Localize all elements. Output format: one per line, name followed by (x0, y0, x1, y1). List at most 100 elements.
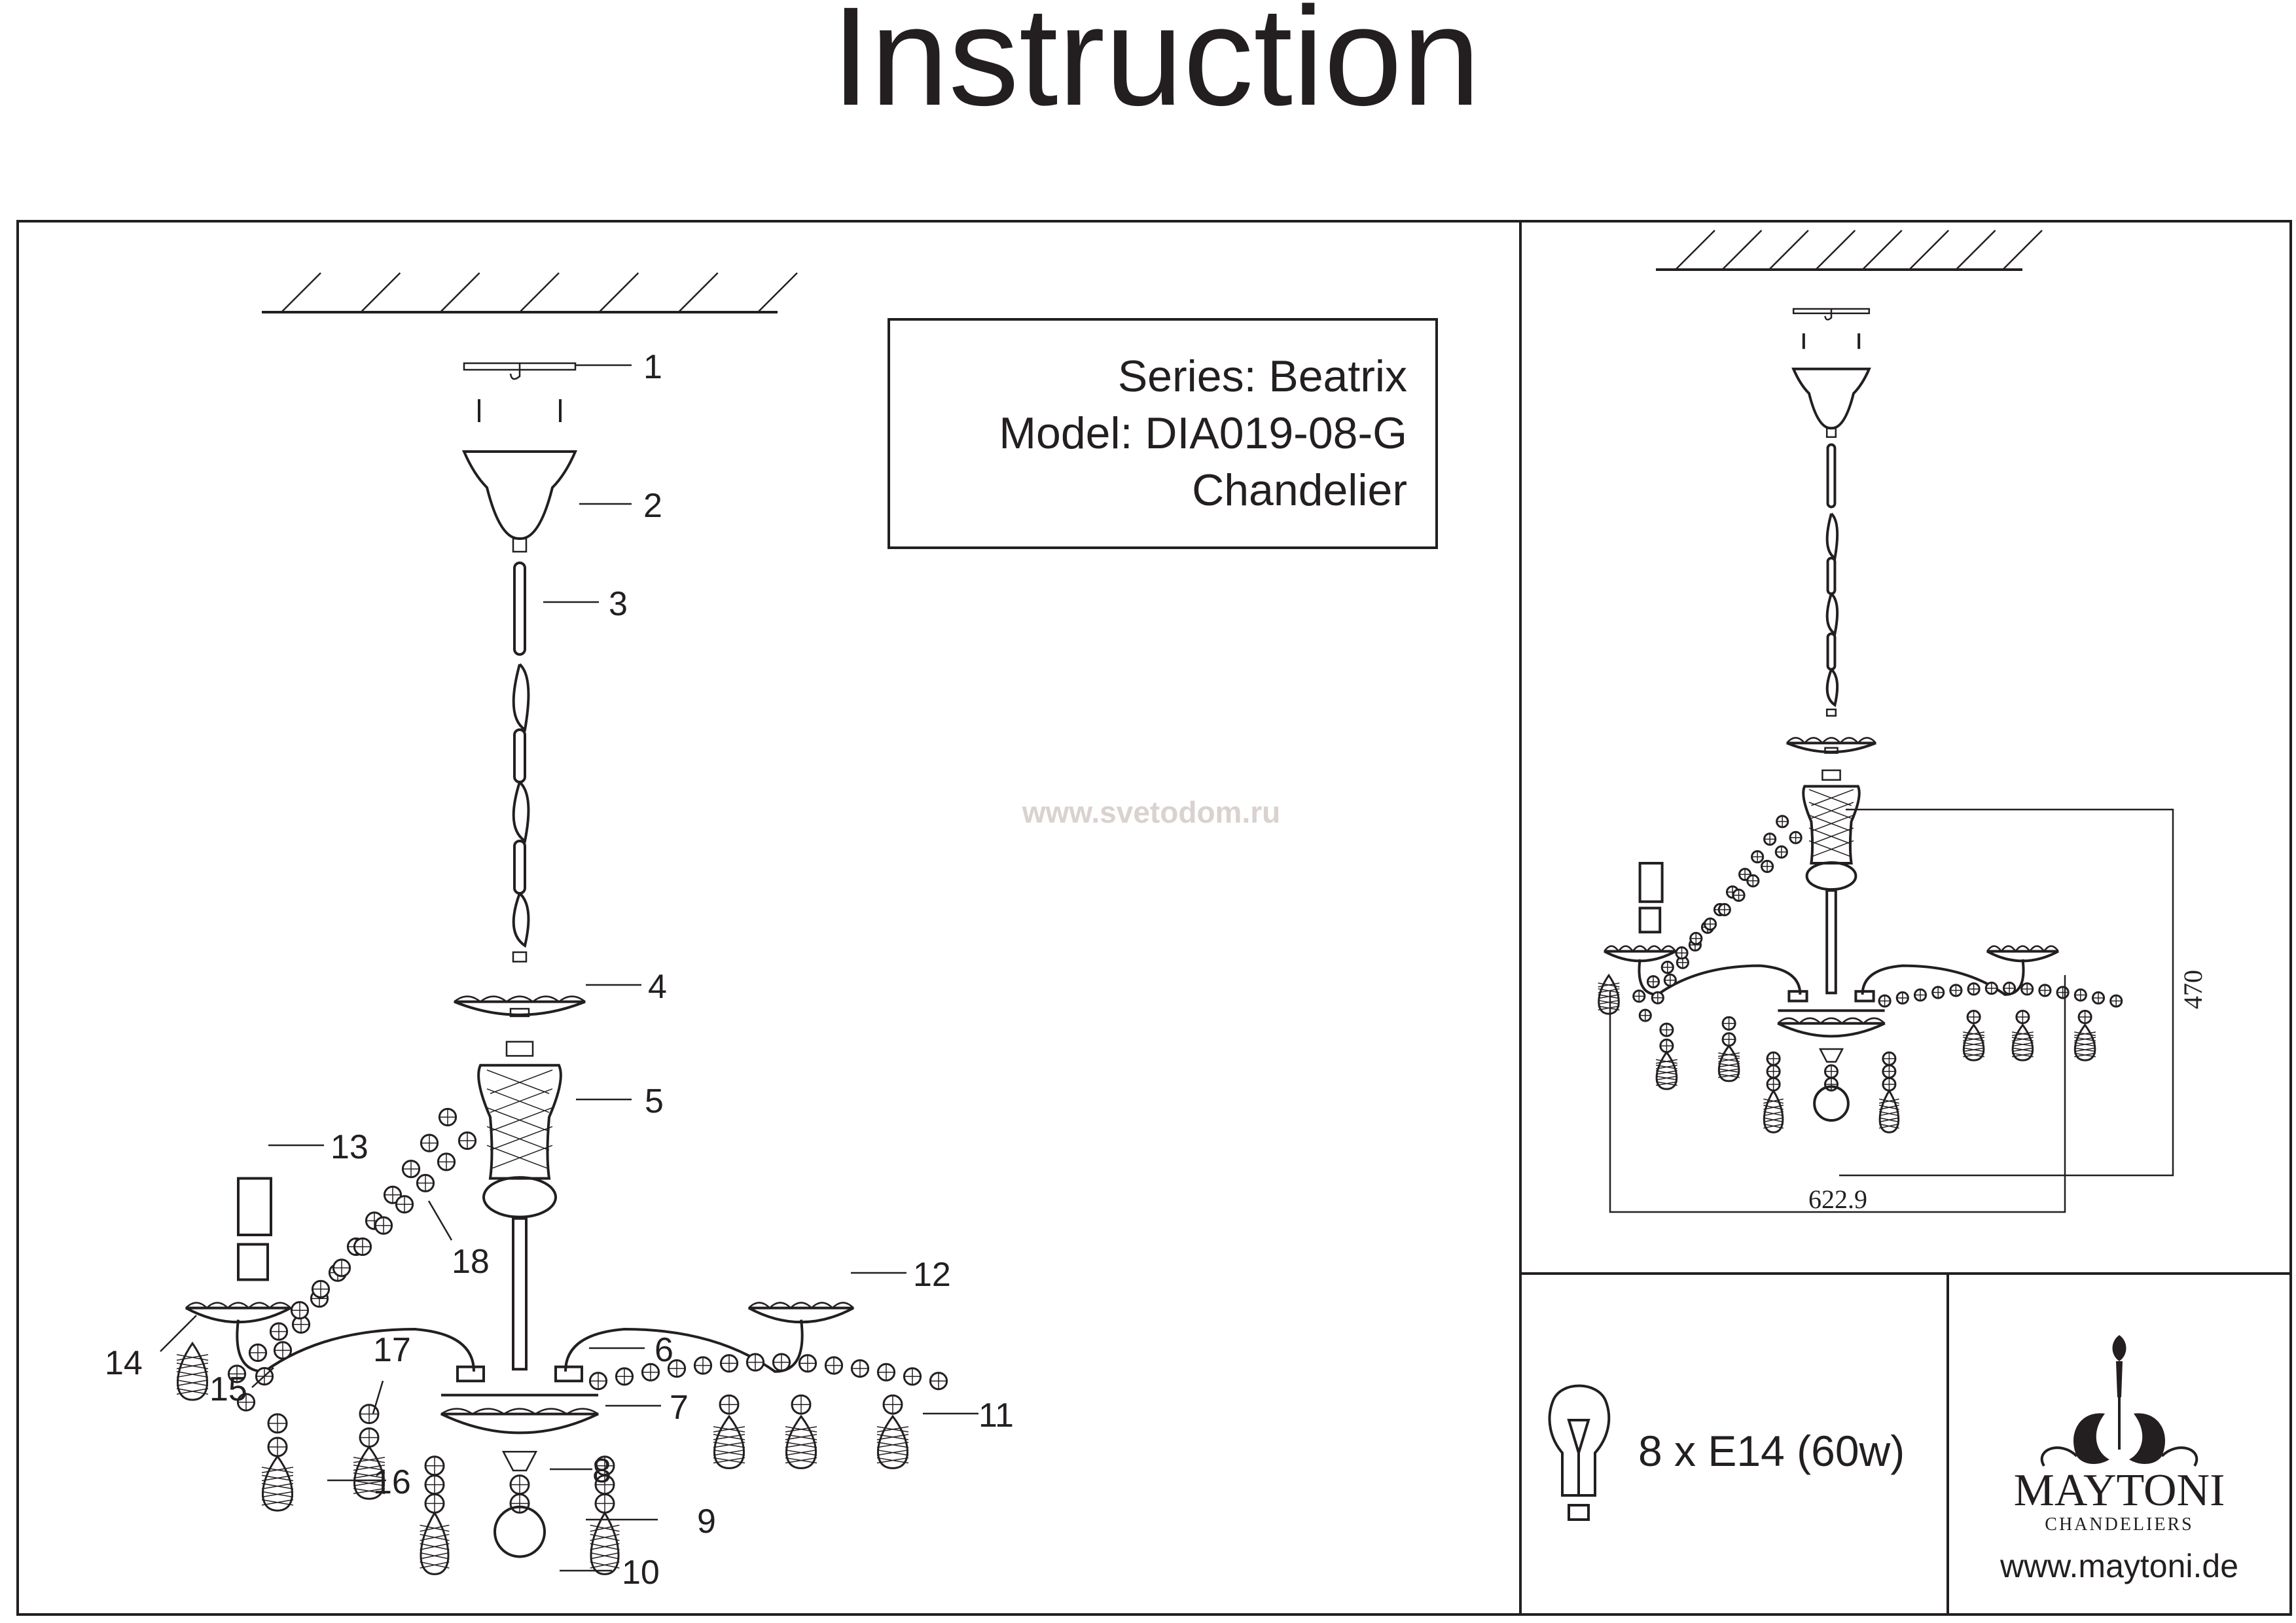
column-pattern (486, 1088, 550, 1113)
cup-scallop (440, 1408, 473, 1415)
cup-scallop (1804, 737, 1823, 744)
crystal-facet (1655, 1059, 1677, 1064)
crystal-facet (785, 1442, 817, 1448)
crystal-facet (2011, 1042, 2034, 1047)
candle-cup (454, 1000, 586, 1016)
cup-scallop (566, 1408, 599, 1415)
central-rod (1825, 889, 1837, 995)
cup-scallop (2029, 945, 2045, 952)
leader-line (372, 1380, 384, 1414)
crystal-facet (785, 1457, 817, 1464)
candle-cup (440, 1412, 599, 1435)
ceiling-hatch (1861, 230, 1903, 270)
callout-13: 13 (331, 1128, 368, 1166)
lamp-socket (237, 1243, 269, 1281)
column-collar (1821, 769, 1841, 781)
callout-16: 16 (373, 1463, 411, 1501)
crystal-facet (1879, 1117, 1899, 1123)
cup-scallop (206, 1302, 228, 1309)
column-pattern (490, 1088, 553, 1113)
chain-link (512, 781, 530, 844)
candle-sleeve (237, 1177, 272, 1236)
crystal-facet (2074, 1037, 2096, 1042)
crystal-facet (261, 1491, 294, 1498)
central-rod (512, 1217, 528, 1371)
finial (501, 1450, 538, 1472)
arm-connector (1787, 990, 1808, 1003)
crystal-facet (2074, 1031, 2096, 1037)
ceiling-hatch (1815, 230, 1856, 270)
crystal-facet (590, 1543, 620, 1550)
cup-scallop (506, 995, 533, 1003)
page-title: Instruction (831, 0, 1480, 135)
cup-scallop (535, 1408, 567, 1415)
connecting-rod (1826, 443, 1837, 508)
crystal-facet (1879, 1098, 1899, 1104)
height-dimension-line (1839, 808, 2174, 1177)
right-arm (564, 1319, 804, 1373)
cup-scallop (454, 995, 481, 1003)
crystal-facet (261, 1474, 294, 1482)
crystal-facet (420, 1552, 450, 1560)
crystal-facet (1655, 1070, 1677, 1075)
cup-scallop (1820, 1017, 1843, 1024)
crystal-facet (2011, 1031, 2034, 1037)
column-pattern (486, 1069, 550, 1094)
callout-4: 4 (648, 968, 667, 1006)
chain-link (513, 728, 526, 783)
callout-1: 1 (643, 348, 662, 386)
chain-lock (512, 951, 528, 963)
crystal-facet (590, 1561, 620, 1569)
crystal-facet (176, 1371, 209, 1378)
chain-link (512, 892, 530, 948)
ceiling-hatch (281, 272, 321, 313)
cup-scallop (472, 1408, 505, 1415)
ceiling-hatch (1721, 230, 1763, 270)
arm-connector (554, 1365, 583, 1383)
crystal-facet (1763, 1117, 1784, 1123)
column-pattern (486, 1126, 550, 1151)
crystal-facet (713, 1449, 745, 1456)
chain-link (1825, 668, 1839, 707)
left-arm (1638, 959, 1802, 996)
column-pattern (490, 1126, 553, 1151)
crystal-facet (876, 1457, 909, 1464)
candle-cup (1777, 1022, 1886, 1038)
frame (16, 220, 2292, 1616)
cup-scallop (1857, 737, 1876, 744)
crystal-facet (590, 1533, 620, 1541)
column-knop (1805, 861, 1857, 891)
cup-scallop (248, 1302, 270, 1309)
crystal-facet (2011, 1037, 2034, 1042)
column-pattern (1811, 789, 1854, 806)
crystal-facet (1718, 1063, 1740, 1068)
product-type-label: Chandelier (1192, 465, 1407, 515)
crystal-facet (785, 1449, 817, 1456)
callout-2: 2 (643, 487, 662, 525)
crystal-facet (176, 1354, 209, 1361)
ceiling-hatch (360, 272, 401, 313)
crystal-facet (420, 1533, 450, 1541)
cup-scallop (1863, 1017, 1886, 1024)
canopy (461, 450, 578, 541)
nut (1824, 747, 1839, 754)
model-label: Model: DIA019-08-G (999, 408, 1407, 458)
chain-link (1826, 632, 1837, 671)
callout-7: 7 (670, 1389, 689, 1427)
callout-14: 14 (105, 1344, 143, 1382)
crystal-facet (1879, 1105, 1899, 1110)
cup-scallop (1617, 945, 1634, 952)
cup-scallop (185, 1302, 207, 1309)
column-pattern (1808, 814, 1852, 832)
crystal-facet (2011, 1047, 2034, 1052)
crystal-facet (353, 1464, 386, 1471)
cup-scallop (1986, 945, 2002, 952)
canopy-nut (1825, 427, 1837, 438)
column-pattern (1808, 840, 1852, 857)
maytoni-logo-icon (2040, 1335, 2198, 1467)
cup-scallop (790, 1302, 812, 1309)
crystal-facet (713, 1442, 745, 1448)
crystal-facet (176, 1363, 209, 1370)
